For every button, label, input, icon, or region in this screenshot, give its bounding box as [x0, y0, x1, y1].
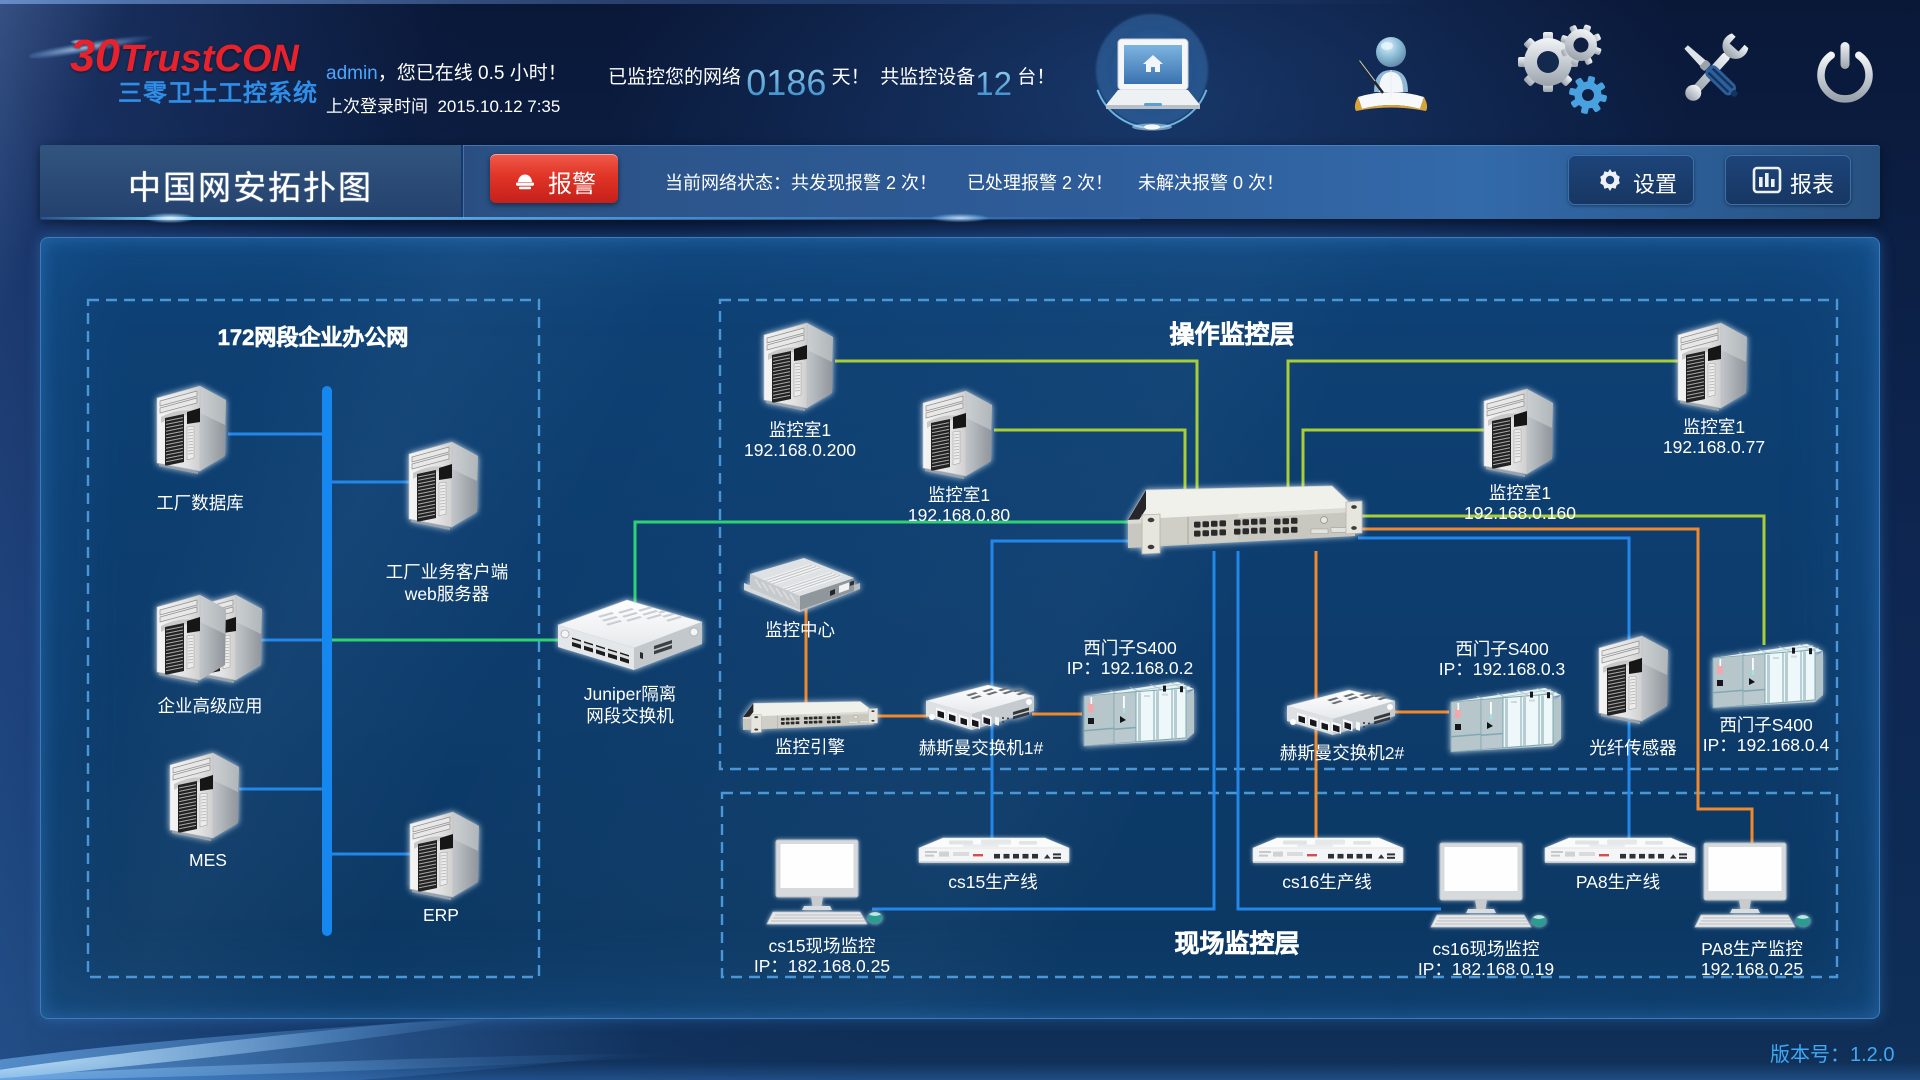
svg-text:西门子S400: 西门子S400	[1455, 639, 1549, 659]
svg-text:工厂业务客户端: 工厂业务客户端	[386, 562, 509, 582]
svg-text:PA8生产监控: PA8生产监控	[1701, 939, 1803, 959]
svg-text:企业高级应用: 企业高级应用	[158, 696, 263, 716]
svg-text:IP：182.168.0.19: IP：182.168.0.19	[1418, 959, 1554, 979]
svg-text:监控室1: 监控室1	[928, 485, 990, 505]
svg-text:cs15现场监控: cs15现场监控	[769, 936, 876, 956]
svg-text:操作监控层: 操作监控层	[1169, 321, 1294, 349]
svg-text:IP：182.168.0.25: IP：182.168.0.25	[754, 956, 890, 976]
svg-text:赫斯曼交换机2#: 赫斯曼交换机2#	[1280, 743, 1405, 763]
svg-text:西门子S400: 西门子S400	[1719, 715, 1813, 735]
svg-text:网段交换机: 网段交换机	[586, 706, 674, 726]
svg-text:MES: MES	[189, 850, 227, 870]
svg-text:监控室1: 监控室1	[1489, 483, 1551, 503]
svg-text:工厂数据库: 工厂数据库	[156, 493, 244, 513]
svg-text:cs16现场监控: cs16现场监控	[1433, 939, 1540, 959]
svg-text:web服务器: web服务器	[404, 584, 490, 604]
svg-text:监控中心: 监控中心	[765, 620, 835, 640]
svg-text:赫斯曼交换机1#: 赫斯曼交换机1#	[919, 738, 1044, 758]
svg-text:ERP: ERP	[423, 905, 459, 925]
svg-text:192.168.0.25: 192.168.0.25	[1701, 959, 1803, 979]
svg-text:172网段企业办公网: 172网段企业办公网	[218, 325, 409, 350]
svg-text:Juniper隔离: Juniper隔离	[584, 684, 676, 704]
svg-text:光纤传感器: 光纤传感器	[1589, 738, 1677, 758]
svg-text:PA8生产线: PA8生产线	[1576, 872, 1660, 892]
svg-text:IP：192.168.0.3: IP：192.168.0.3	[1439, 659, 1565, 679]
svg-text:现场监控层: 现场监控层	[1174, 930, 1299, 958]
svg-text:IP：192.168.0.4: IP：192.168.0.4	[1703, 735, 1830, 755]
svg-text:192.168.0.200: 192.168.0.200	[744, 440, 856, 460]
svg-text:192.168.0.80: 192.168.0.80	[908, 505, 1010, 525]
svg-text:西门子S400: 西门子S400	[1083, 638, 1177, 658]
svg-text:监控室1: 监控室1	[769, 420, 831, 440]
svg-text:192.168.0.160: 192.168.0.160	[1464, 503, 1576, 523]
svg-text:IP：192.168.0.2: IP：192.168.0.2	[1067, 658, 1193, 678]
svg-text:cs16生产线: cs16生产线	[1282, 872, 1371, 892]
svg-text:监控引擎: 监控引擎	[775, 737, 845, 757]
svg-text:192.168.0.77: 192.168.0.77	[1663, 437, 1765, 457]
svg-text:监控室1: 监控室1	[1683, 417, 1745, 437]
svg-text:cs15生产线: cs15生产线	[948, 872, 1037, 892]
